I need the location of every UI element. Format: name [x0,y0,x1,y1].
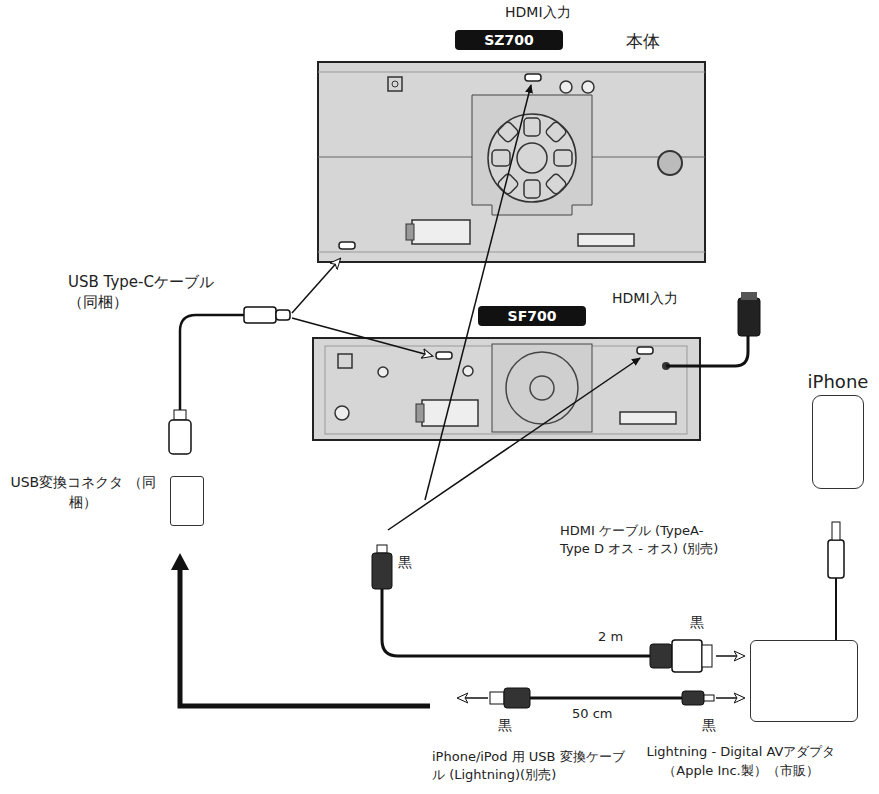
part-label: 2 m [598,628,623,646]
usb-conversion-connector: USB変換コネクタ （同梱） [170,476,204,526]
part-label: 黒 [398,553,412,572]
model-badge: SZ700 [455,30,563,50]
part-label: HDMI ケーブル (TypeA-Type D オス - オス) (別売) [560,522,730,557]
part-label: HDMI入力 [505,3,571,22]
part-label: 黒 [702,716,716,735]
model-badge: SF700 [478,306,586,326]
device-label: Lightning - Digital AVアダプタ （Apple Inc.製）… [625,743,857,781]
lightning-usb-cable [458,688,744,708]
part-label: 黒 [690,613,704,632]
av-adapter: Lightning - Digital AVアダプタ （Apple Inc.製）… [750,640,858,722]
hdmi-cable [372,85,744,672]
part-label: HDMI入力 [612,289,678,308]
device-label: USB変換コネクタ （同梱） [3,473,163,512]
part-label: 50 cm [572,705,613,723]
part-label: iPhone/iPod 用 USB 変換ケーブル (Lightning)(別売) [432,748,636,783]
model-name: SF700 [484,308,580,324]
return-arrow [171,553,430,706]
sf700-unit [313,292,760,440]
iphone-device: iPhone [812,395,864,489]
device-label: iPhone [793,371,879,392]
part-label: USB Type-Cケーブル （同梱） [68,272,244,313]
part-label: 黒 [498,716,512,735]
model-name: SZ700 [461,32,557,48]
part-label: 本体 [626,30,660,53]
